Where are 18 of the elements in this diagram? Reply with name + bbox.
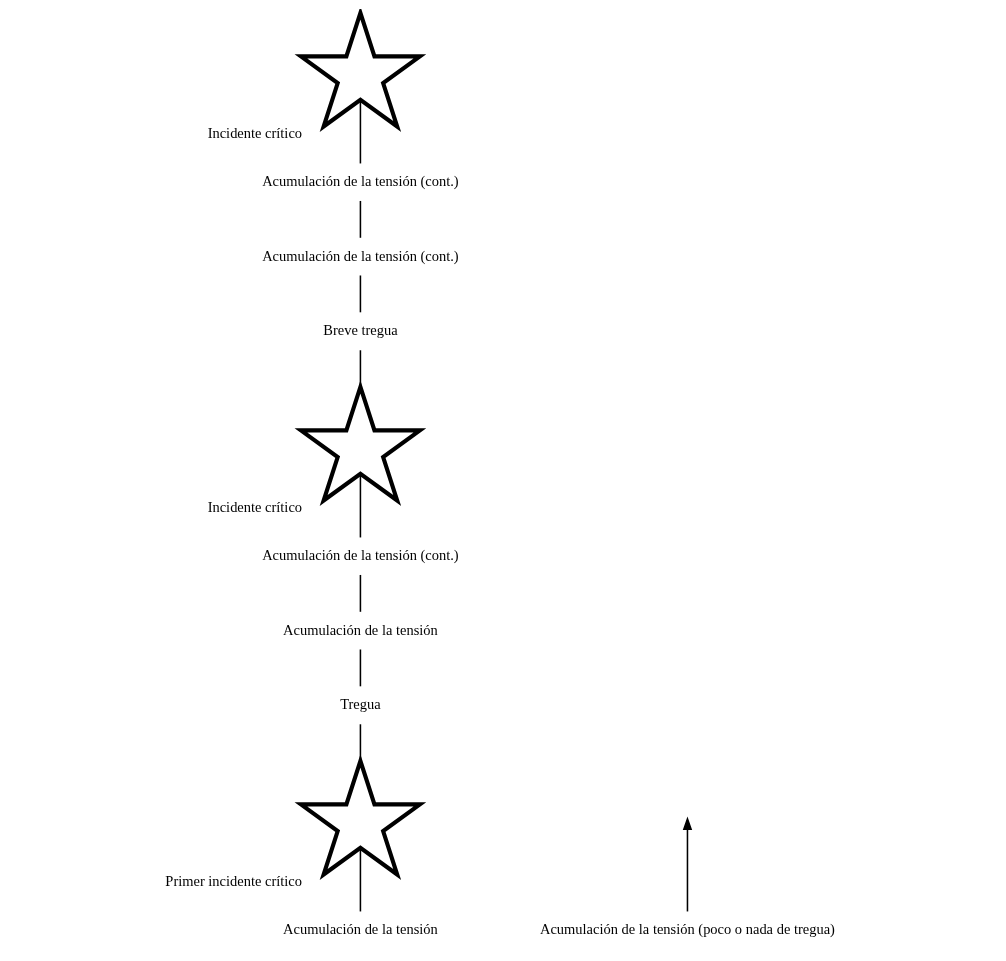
- node-text: Acumulación de la tensión: [282, 920, 438, 937]
- node-text: Acumulación de la tensión (poco o nada de tregua): [539, 920, 835, 937]
- node-label: Incidente crítico: [207, 498, 302, 515]
- node-text: Breve tregua: [322, 321, 398, 338]
- node-text: Acumulación de la tensión (cont.): [261, 172, 459, 189]
- node-text: Acumulación de la tensión (cont.): [261, 546, 459, 563]
- node-text: Tregua: [339, 695, 381, 712]
- connector: [359, 349, 361, 388]
- node-text: Acumulación de la tensión (cont.): [261, 247, 459, 264]
- arrow: [682, 816, 692, 912]
- node-text: Acumulación de la tensión: [282, 621, 438, 638]
- connector: [359, 274, 361, 313]
- connector: [359, 199, 361, 239]
- connector: [359, 723, 361, 762]
- node-label: Incidente crítico: [207, 124, 302, 141]
- node-label: Primer incidente crítico: [164, 872, 302, 889]
- connector: [359, 573, 361, 613]
- connector: [359, 648, 361, 687]
